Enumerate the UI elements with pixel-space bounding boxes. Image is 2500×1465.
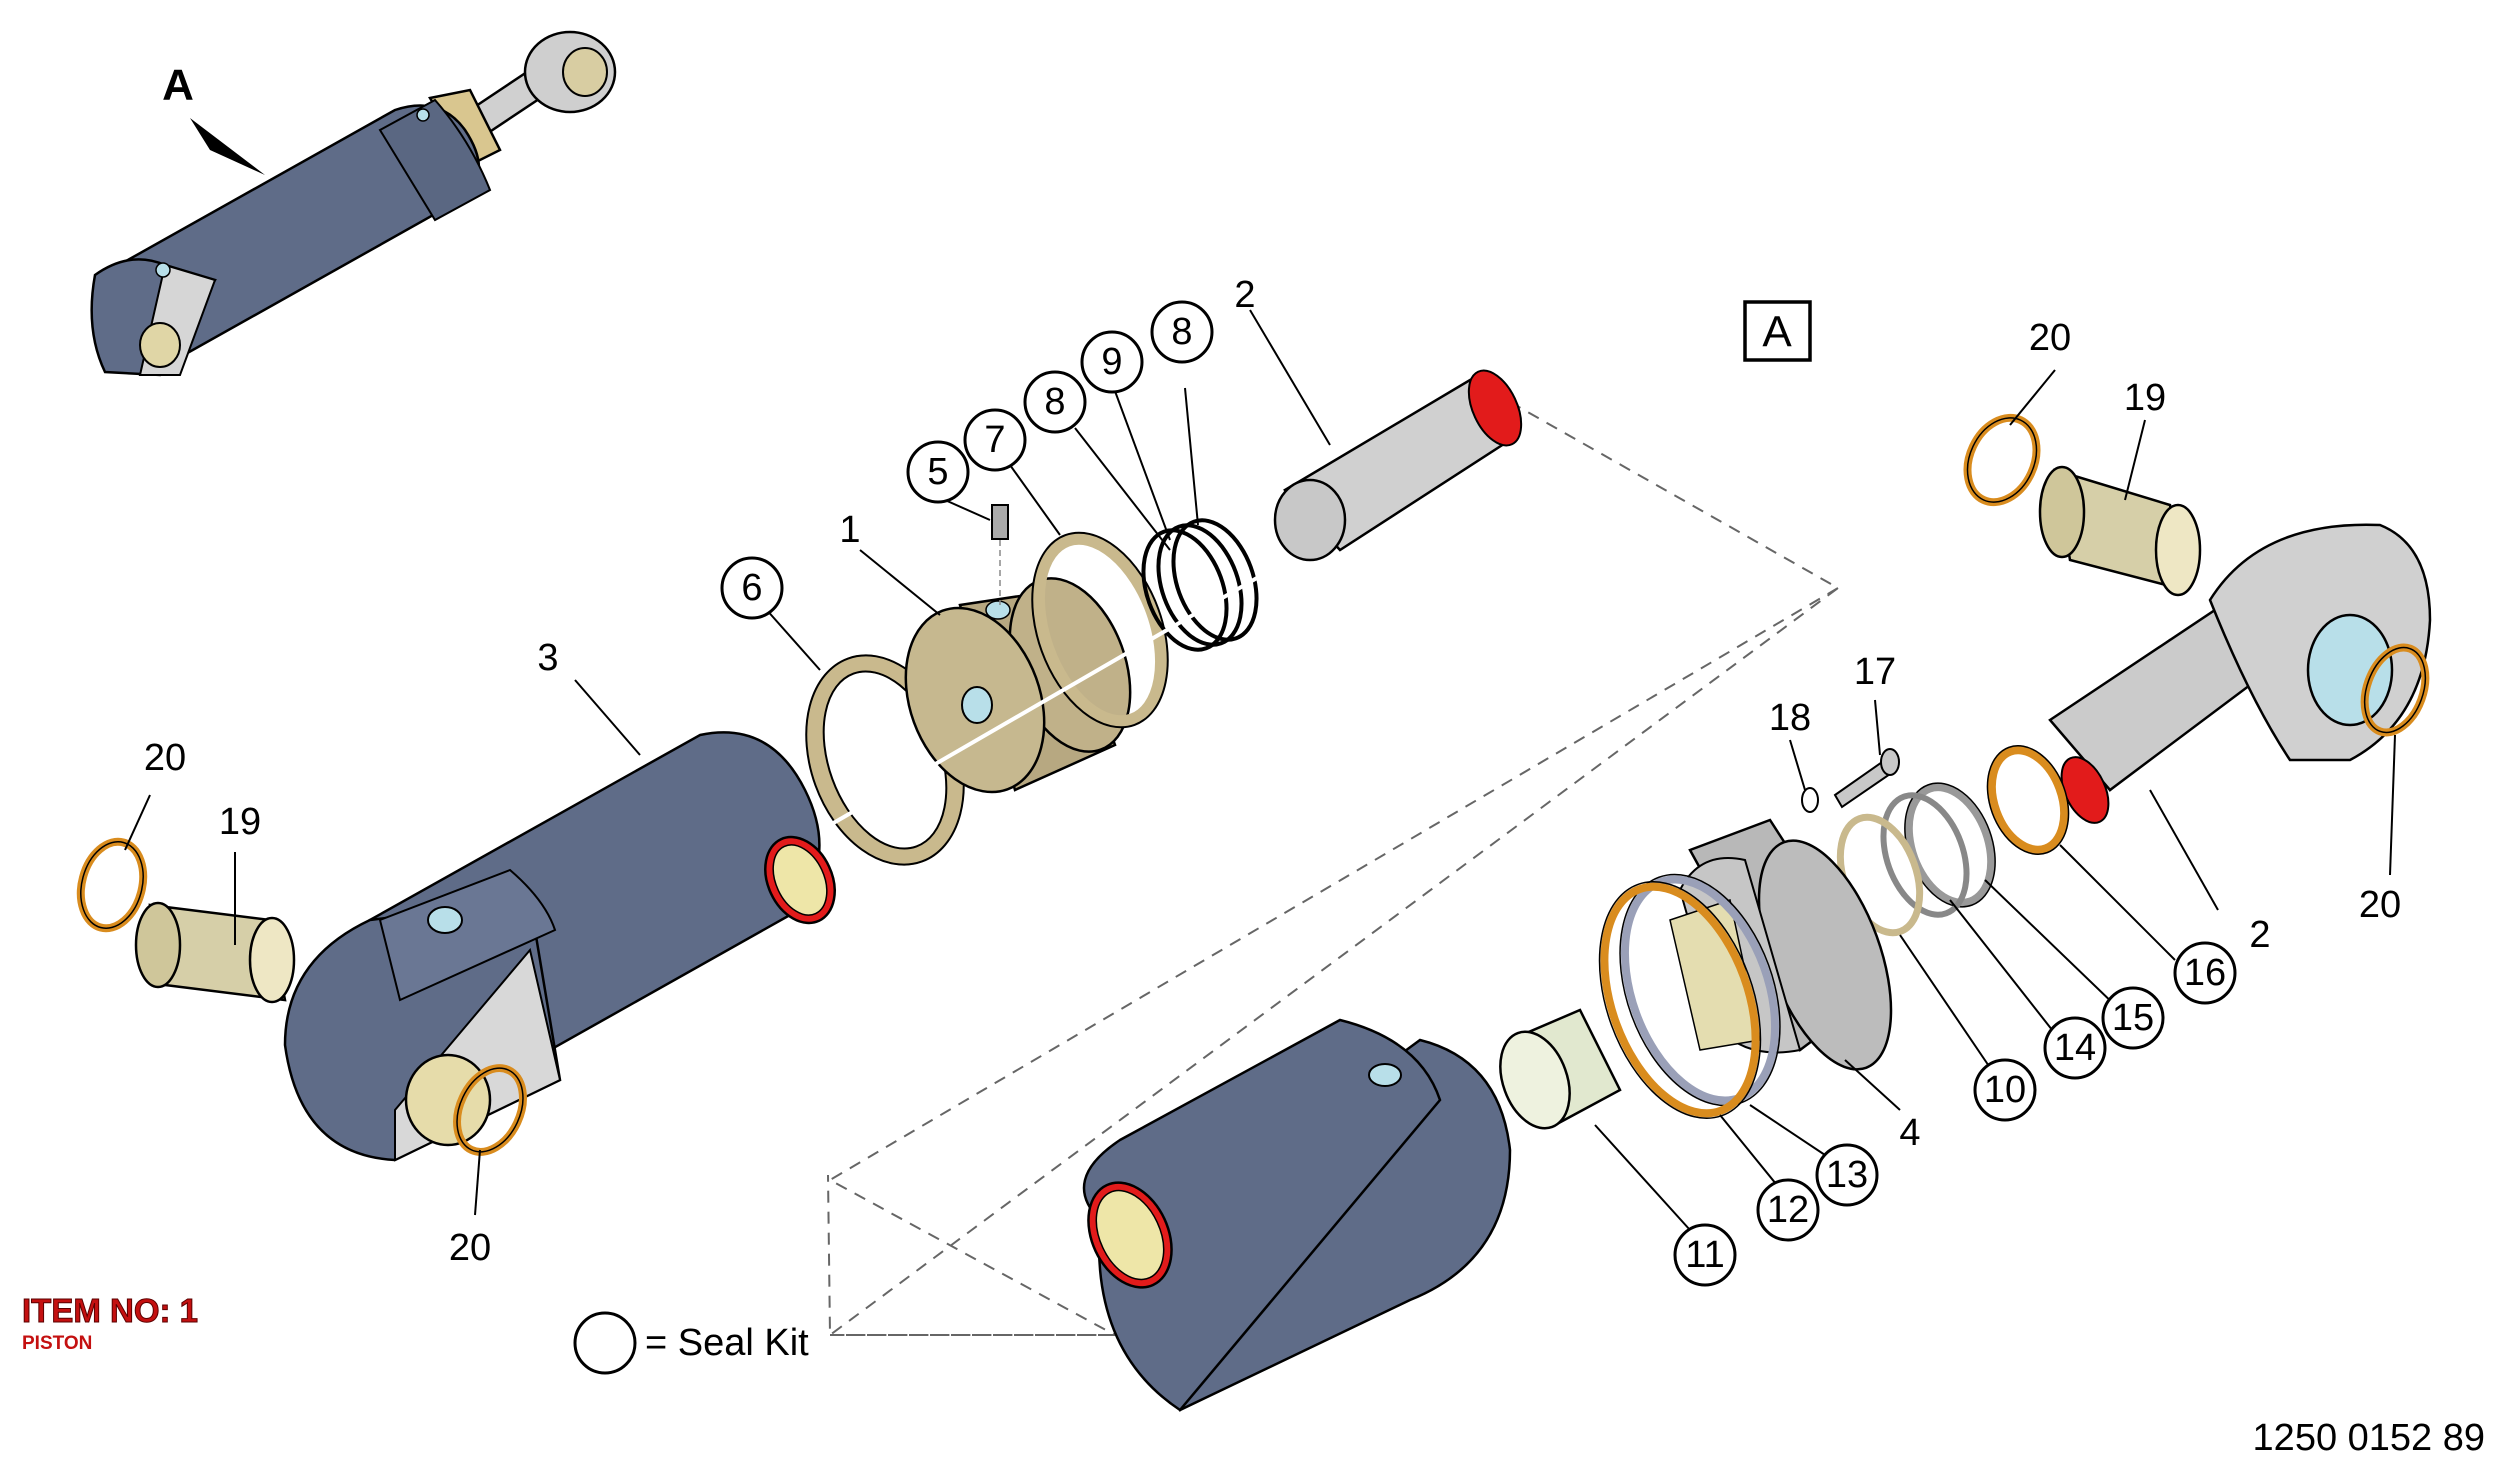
callout-2-upper: 2: [1234, 274, 1255, 316]
item-number-title: ITEM NO: 1: [22, 1292, 198, 1329]
barrel-assembly: [283, 731, 836, 1162]
callout-20-right-bottom: 20: [2359, 884, 2401, 926]
seal-kit-legend: = Seal Kit: [573, 1311, 809, 1375]
callout-3: 3: [537, 637, 558, 679]
backup-ring-9: [1156, 523, 1244, 647]
callout-8-b: 8: [1171, 311, 1192, 353]
callout-20-right-top: 20: [2029, 317, 2071, 359]
callout-19-right: 19: [2124, 377, 2166, 419]
wiper-11: [1499, 1008, 1622, 1130]
callout-20-left-top: 20: [144, 737, 186, 779]
callout-19-left: 19: [219, 801, 261, 843]
view-a-label: A: [162, 61, 194, 110]
gland-4: [1669, 818, 1893, 1071]
seal-16: [1986, 745, 2070, 855]
callout-17: 17: [1854, 651, 1896, 693]
leader-lines: [124, 309, 2396, 1231]
callout-1: 1: [839, 509, 860, 551]
callout-4: 4: [1899, 1112, 1920, 1154]
item-subtitle: PISTON: [22, 1333, 92, 1354]
view-a-box: A: [1743, 300, 1812, 362]
o-ring-8: [1141, 528, 1229, 652]
callout-13: 13: [1826, 1154, 1868, 1196]
document-number: 1250 0152 89: [2253, 1417, 2485, 1459]
rod-2-upper: [1273, 369, 1523, 562]
callout-7: 7: [984, 419, 1005, 461]
callout-12: 12: [1767, 1189, 1809, 1231]
callout-10: 10: [1984, 1069, 2026, 1111]
callout-5: 5: [927, 451, 948, 493]
washer-18: [1801, 787, 1819, 813]
callout-6: 6: [741, 567, 762, 609]
assembled-cylinder-overview: A: [90, 30, 617, 377]
callout-20-left-bottom: 20: [449, 1227, 491, 1269]
pivot-bushing-right: [2038, 465, 2202, 597]
seal-kit-circle-icon: [573, 1311, 637, 1375]
callout-8-a: 8: [1044, 381, 1065, 423]
callout-14: 14: [2054, 1027, 2096, 1069]
callout-18: 18: [1769, 697, 1811, 739]
callout-15: 15: [2112, 997, 2154, 1039]
seal-12: [1600, 882, 1760, 1118]
callout-2-lower: 2: [2249, 914, 2270, 956]
seal-kit-legend-text: = Seal Kit: [645, 1322, 809, 1364]
callout-16: 16: [2184, 952, 2226, 994]
callouts: 1 2 2 3 4 17 18 19 19 20 20 20 20 5 6 7 …: [144, 274, 2401, 1287]
svg-text:A: A: [1762, 308, 1792, 357]
ring-14: [1880, 792, 1970, 918]
callout-9: 9: [1101, 341, 1122, 383]
pivot-bushing-left: [134, 901, 296, 1004]
callout-11: 11: [1685, 1234, 1724, 1276]
rod-2-eye: [2048, 523, 2432, 824]
set-screw-5: [991, 504, 1009, 605]
bolt-17: [1833, 748, 1900, 809]
barrel-lower: [1082, 1018, 1512, 1412]
